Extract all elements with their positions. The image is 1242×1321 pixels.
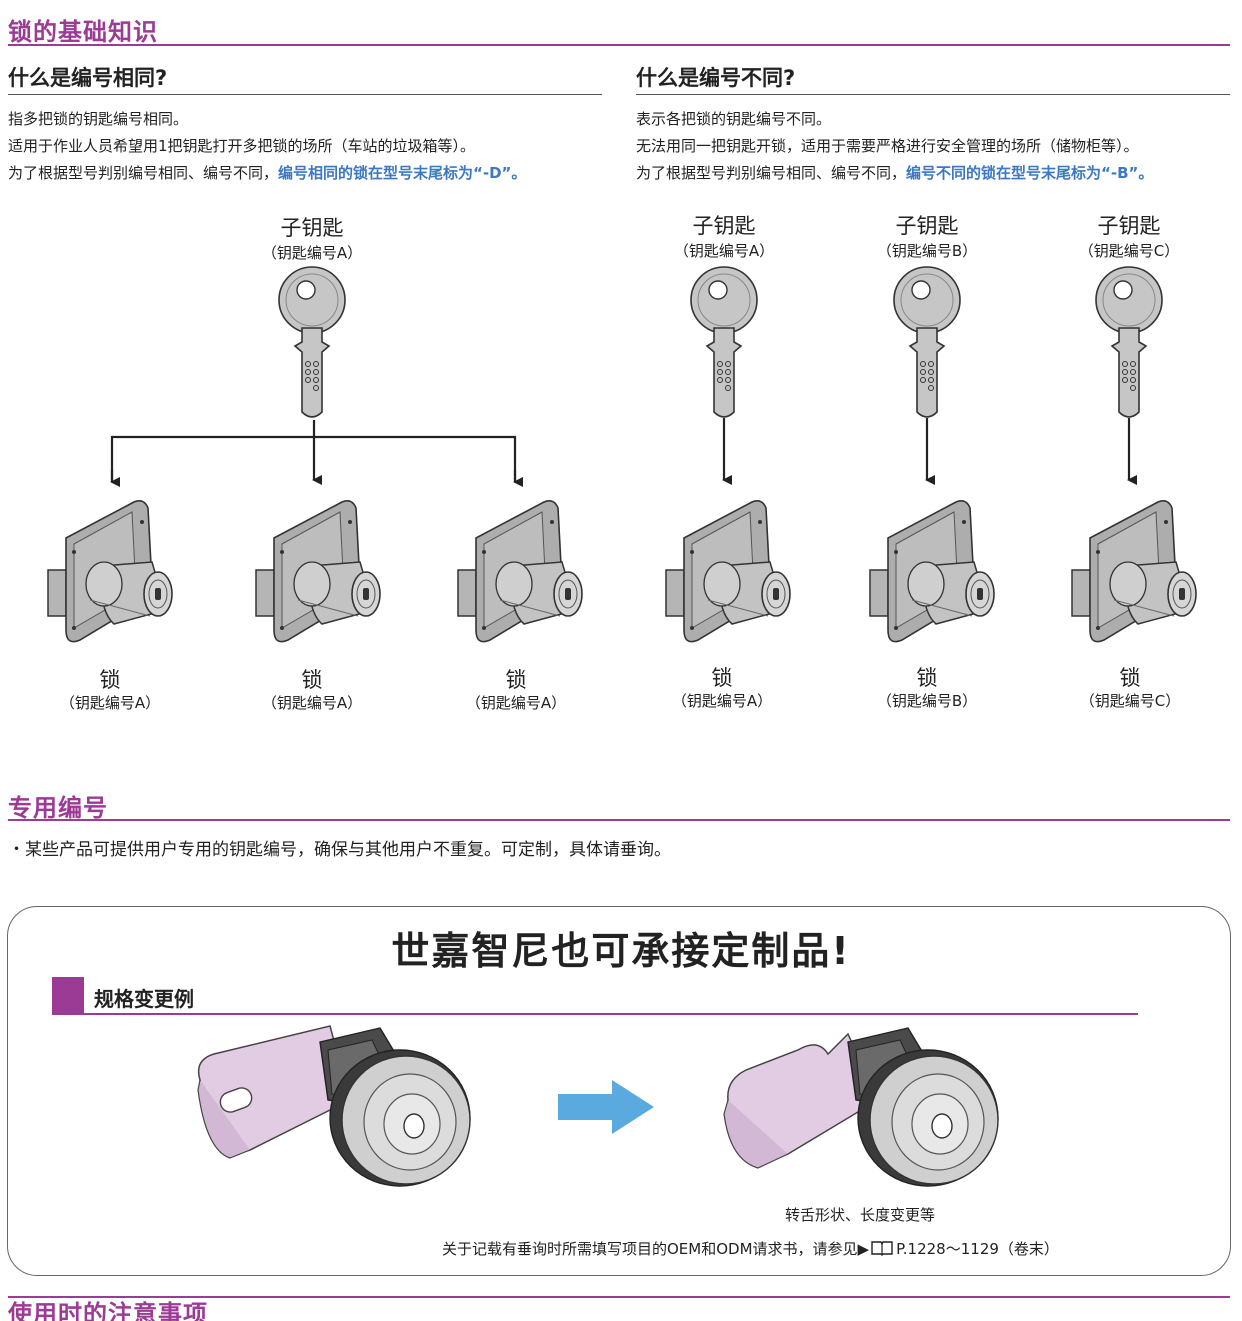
right-key-b-label: 子钥匙 xyxy=(895,214,959,238)
sub-heading: 规格变更例 xyxy=(94,987,194,1011)
left-highlight: 编号相同的锁在型号末尾标为“-D”。 xyxy=(278,164,527,182)
left-key-label: 子钥匙 xyxy=(280,216,344,240)
lock-illustration-right-a xyxy=(665,500,791,643)
left-line-1: 指多把锁的钥匙编号相同。 xyxy=(8,110,189,128)
left-lock-3-label: 锁 xyxy=(505,668,527,692)
book-icon xyxy=(871,1241,893,1256)
custom-order-box xyxy=(7,906,1231,1276)
sub-heading-marker xyxy=(52,977,84,1015)
right-lock-b-label: 锁 xyxy=(916,666,938,690)
lock-illustration-left-1 xyxy=(47,500,173,643)
right-line-2: 无法用同一把钥匙开锁，适用于需要严格进行安全管理的场所（储物柜等）。 xyxy=(636,137,1139,155)
lock-illustration-left-2 xyxy=(255,500,381,643)
right-lock-c-label: 锁 xyxy=(1119,666,1141,690)
oem-odm-reference: 关于记载有垂询时所需填写项目的OEM和ODM请求书，请参见▶ P.1228～112… xyxy=(442,1238,1059,1259)
left-column-title: 什么是编号相同? xyxy=(8,66,168,90)
left-line-2: 适用于作业人员希望用1把钥匙打开多把锁的场所（车站的垃圾箱等）。 xyxy=(8,137,476,155)
reference-page-link[interactable]: P.1228～1129（卷末） xyxy=(896,1240,1059,1258)
right-key-b-sub: （钥匙编号B） xyxy=(876,242,978,260)
lock-illustration-left-3 xyxy=(457,500,583,643)
right-key-a-label: 子钥匙 xyxy=(692,214,756,238)
custom-section-rule xyxy=(8,819,1230,821)
key-illustration-left xyxy=(278,266,346,418)
left-lock-2-sub: （钥匙编号A） xyxy=(261,694,363,712)
key-illustration-right-c xyxy=(1095,266,1163,418)
right-key-c-label: 子钥匙 xyxy=(1097,214,1161,238)
right-column-rule xyxy=(636,94,1230,95)
section-title-basics: 锁的基础知识 xyxy=(8,18,158,46)
left-key-sub: （钥匙编号A） xyxy=(261,244,363,262)
right-description: 表示各把锁的钥匙编号不同。 无法用同一把钥匙开锁，适用于需要严格进行安全管理的场… xyxy=(636,106,1153,187)
lock-illustration-right-b xyxy=(869,500,995,643)
cam-caption: 转舌形状、长度变更等 xyxy=(784,1206,935,1224)
sub-heading-rule xyxy=(52,1013,1138,1015)
right-line-3: 为了根据型号判别编号相同、编号不同，编号不同的锁在型号末尾标为“-B”。 xyxy=(636,164,1154,182)
section-rule xyxy=(8,44,1230,46)
left-description: 指多把锁的钥匙编号相同。 适用于作业人员希望用1把钥匙打开多把锁的场所（车站的垃… xyxy=(8,106,526,187)
key-illustration-right-a xyxy=(690,266,758,418)
right-lock-b-sub: （钥匙编号B） xyxy=(876,692,978,710)
left-lock-1-sub: （钥匙编号A） xyxy=(59,694,161,712)
right-lock-a-label: 锁 xyxy=(711,666,733,690)
caution-section-rule xyxy=(8,1296,1230,1298)
left-line-3: 为了根据型号判别编号相同、编号不同，编号相同的锁在型号末尾标为“-D”。 xyxy=(8,164,527,182)
custom-banner: 世嘉智尼也可承接定制品! xyxy=(391,929,851,973)
lock-illustration-right-c xyxy=(1071,500,1197,643)
right-key-a-sub: （钥匙编号A） xyxy=(673,242,775,260)
left-lock-1-label: 锁 xyxy=(99,668,121,692)
right-lock-a-sub: （钥匙编号A） xyxy=(671,692,773,710)
section-title-custom: 专用编号 xyxy=(8,794,108,822)
right-column-title: 什么是编号不同? xyxy=(636,66,796,90)
straight-arrows xyxy=(722,418,1137,485)
custom-note: ・某些产品可提供用户专用的钥匙编号，确保与其他用户不重复。可定制，具体请垂询。 xyxy=(8,840,671,860)
right-key-c-sub: （钥匙编号C） xyxy=(1078,242,1180,260)
right-highlight: 编号不同的锁在型号末尾标为“-B”。 xyxy=(906,164,1154,182)
right-lock-c-sub: （钥匙编号C） xyxy=(1079,692,1181,710)
left-lock-2-label: 锁 xyxy=(301,668,323,692)
section-title-caution: 使用时的注意事项 xyxy=(8,1300,208,1321)
left-lock-3-sub: （钥匙编号A） xyxy=(465,694,567,712)
reference-text: 关于记载有垂询时所需填写项目的OEM和ODM请求书，请参见▶ xyxy=(442,1240,870,1258)
branch-arrows xyxy=(110,420,523,487)
key-illustration-right-b xyxy=(893,266,961,418)
conversion-arrow-icon xyxy=(558,1080,654,1134)
right-line-1: 表示各把锁的钥匙编号不同。 xyxy=(636,110,832,128)
left-column-rule xyxy=(8,94,602,95)
